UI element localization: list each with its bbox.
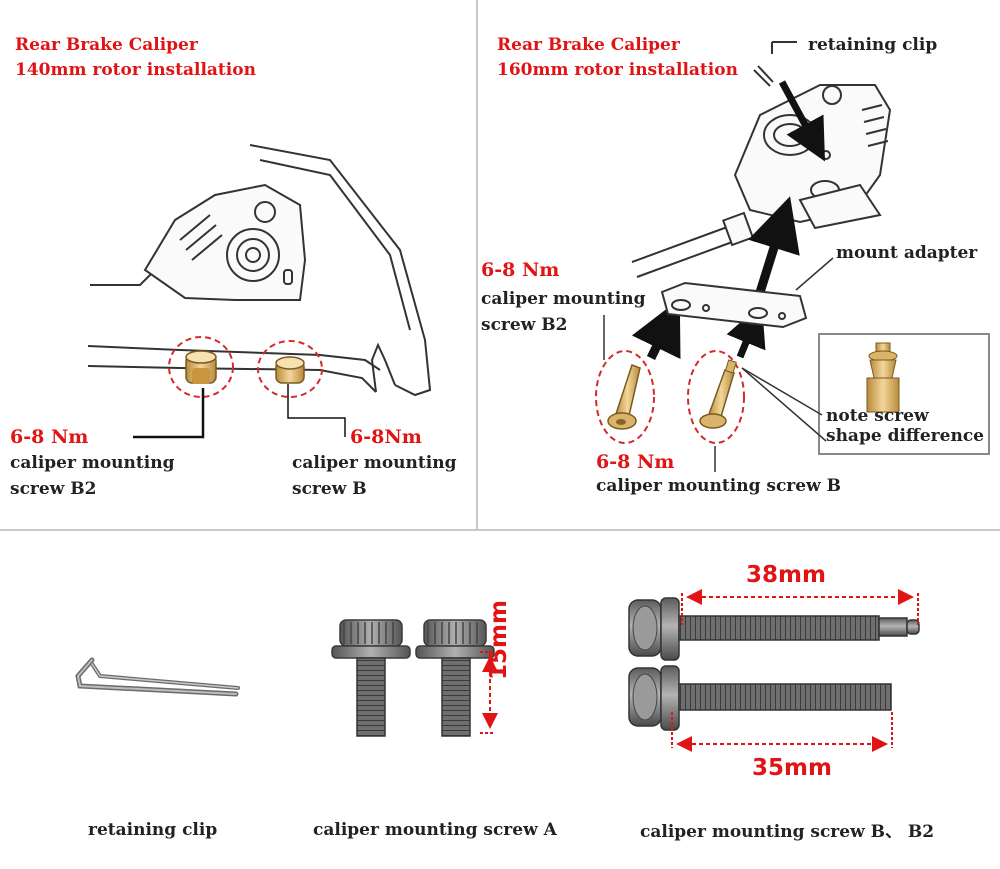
caption-screw-b-b2: caliper mounting screw B、 B2 (640, 822, 935, 842)
leader-screw-b2-140 (133, 388, 205, 439)
dim-label-35mm: 35mm (752, 755, 832, 781)
caption-retaining-clip: retaining clip (88, 820, 218, 840)
screw-b-photo (628, 597, 920, 661)
label-screw-b-140-line1: caliper mounting (292, 453, 457, 473)
label-screw-b2-140-line1: caliper mounting (10, 453, 175, 473)
torque-screw-b2-160: 6-8 Nm (481, 259, 560, 281)
arrow-clip-insert (778, 80, 825, 162)
screw-b-head-140 (275, 356, 305, 384)
label-screw-b2-140-line2: screw B2 (10, 479, 97, 499)
dimension-38mm-marker (681, 589, 919, 625)
screw-a-photo-left (331, 619, 411, 737)
screw-b2-photo (628, 665, 892, 731)
arrow-screw-b2-up (631, 298, 681, 360)
dimension-15mm-marker (480, 651, 498, 734)
screw-b2-drawing-160 (607, 364, 641, 430)
title-160-line1: Rear Brake Caliper (497, 35, 680, 55)
brake-hose-drawing (631, 211, 755, 278)
dimension-35mm-marker (671, 712, 893, 752)
note-screw-icon (866, 342, 900, 413)
label-screw-b-160: caliper mounting screw B (596, 476, 841, 496)
note-line1: note screw (826, 406, 929, 426)
retaining-clip-drawing-small (753, 65, 774, 87)
title-140-line2: 140mm rotor installation (15, 60, 256, 80)
label-mount-adapter: mount adapter (836, 243, 978, 263)
torque-screw-b-160: 6-8 Nm (596, 451, 675, 473)
note-box (818, 333, 990, 455)
torque-screw-b-140: 6-8Nm (350, 426, 422, 448)
caption-screw-a: caliper mounting screw A (313, 820, 557, 840)
screw-b-drawing-160 (699, 359, 737, 429)
dim-label-38mm: 38mm (746, 562, 826, 588)
caliper-drawing-140 (143, 183, 307, 301)
leader-screw-b-140 (287, 384, 346, 437)
frame-drawing-140 (87, 144, 432, 397)
screw-b-highlight-160 (687, 350, 745, 444)
note-line2: shape difference (826, 426, 984, 446)
label-retaining-clip-160: retaining clip (808, 35, 938, 55)
caliper-drawing-160 (733, 84, 892, 230)
mount-adapter-drawing (660, 281, 808, 329)
arrow-screw-b-up (726, 303, 766, 359)
label-screw-b-140-line2: screw B (292, 479, 367, 499)
dim-label-15mm: 15mm (486, 600, 512, 680)
retaining-clip-photo (75, 657, 240, 697)
screw-b2-highlight-160 (595, 350, 655, 444)
screw-a-photo-right (415, 619, 495, 737)
torque-screw-b2-140: 6-8 Nm (10, 426, 89, 448)
label-screw-b2-160-line1: caliper mounting (481, 289, 646, 309)
screw-b-highlight-140 (257, 340, 323, 398)
label-screw-b2-160-line2: screw B2 (481, 315, 568, 335)
title-140-line1: Rear Brake Caliper (15, 35, 198, 55)
screw-b2-highlight-140 (168, 336, 234, 398)
arrow-adapter-to-caliper (748, 196, 800, 304)
title-160-line2: 160mm rotor installation (497, 60, 738, 80)
screw-b2-head-140 (185, 350, 217, 384)
